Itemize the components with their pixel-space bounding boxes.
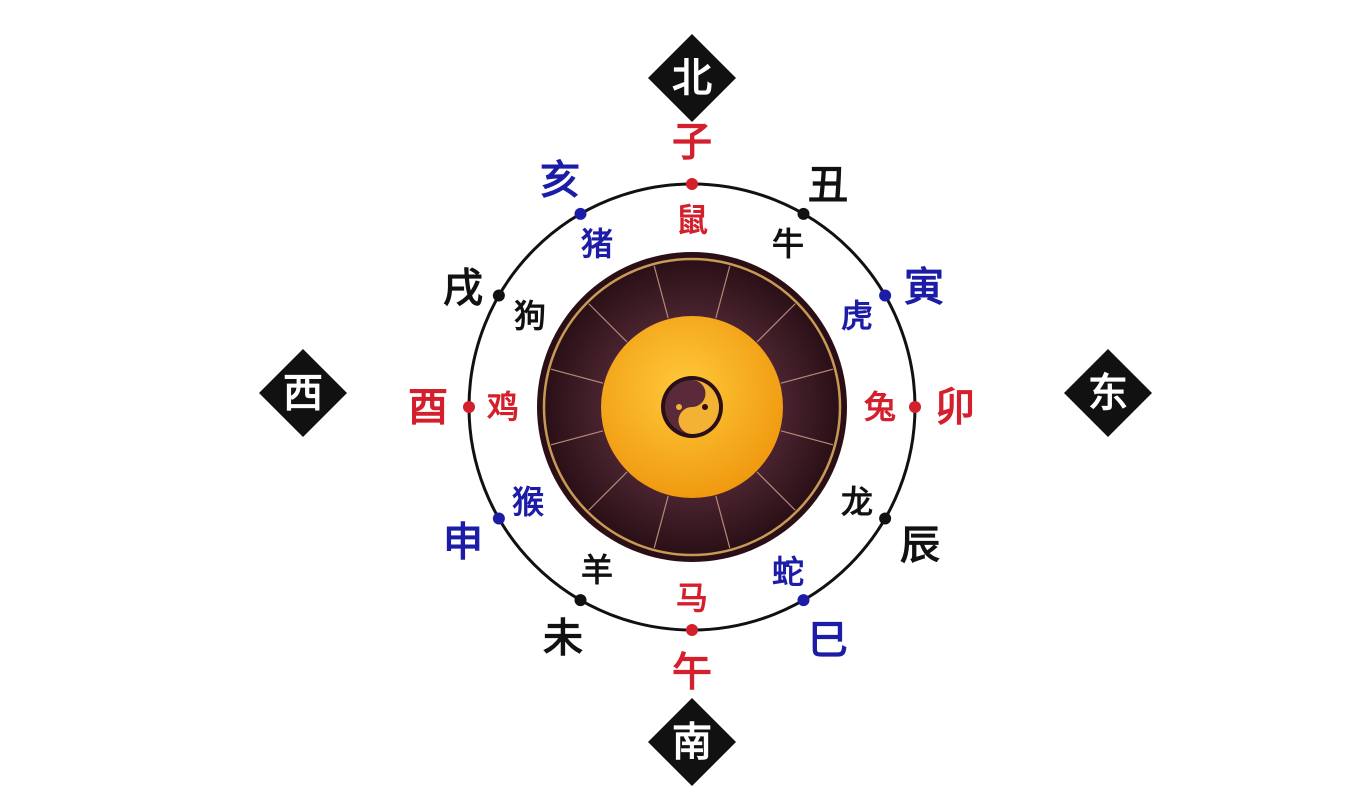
- spoke-line: [550, 430, 604, 446]
- spoke-line: [653, 495, 669, 549]
- diamond-badge: [259, 349, 347, 437]
- animal-label: 兔: [864, 388, 896, 426]
- animal-label: 马: [676, 579, 708, 617]
- animal-label: 鼠: [676, 201, 708, 239]
- spoke-line: [780, 430, 834, 446]
- direction-north: 北: [648, 34, 736, 122]
- ring-dot: [797, 594, 810, 607]
- spoke-line: [588, 471, 628, 511]
- ring-dot: [686, 178, 698, 190]
- animal-label: 虎: [841, 297, 873, 335]
- branch-label: 卯: [935, 384, 975, 431]
- direction-west: 西: [259, 349, 347, 437]
- ring-dot: [574, 207, 587, 220]
- ring-dot: [492, 512, 505, 525]
- animal-label: 猪: [581, 225, 613, 263]
- branch-label: 酉: [408, 384, 448, 431]
- branch-label: 申: [443, 519, 483, 566]
- animal-label: 鸡: [486, 388, 519, 426]
- branch-label: 丑: [808, 162, 848, 209]
- diamond-badge: [648, 34, 736, 122]
- diamond-badge: [648, 698, 736, 786]
- animal-label: 猴: [512, 483, 544, 521]
- branch-label: 寅: [904, 264, 944, 311]
- ring-dot: [909, 401, 921, 413]
- branch-label: 辰: [900, 522, 940, 569]
- spoke-line: [653, 265, 669, 319]
- branch-label: 巳: [808, 617, 848, 664]
- diamond-badge: [1064, 349, 1152, 437]
- direction-label: 北: [672, 55, 712, 102]
- ring-dot: [686, 624, 698, 636]
- direction-label: 东: [1088, 370, 1128, 417]
- animal-label: 牛: [772, 225, 804, 263]
- ring-dot: [797, 207, 810, 220]
- direction-label: 南: [672, 719, 712, 766]
- ring-dot: [879, 512, 892, 525]
- branch-label: 午: [672, 649, 712, 696]
- yin-yang-icon: [661, 376, 723, 438]
- direction-label: 西: [283, 370, 323, 417]
- animal-label: 狗: [514, 297, 546, 335]
- branch-label: 未: [543, 615, 583, 662]
- ring-dot: [879, 289, 892, 302]
- branch-label: 亥: [540, 157, 580, 204]
- direction-south: 南: [648, 698, 736, 786]
- branch-label: 子: [672, 119, 712, 166]
- spoke-line: [756, 471, 796, 511]
- spoke-line: [715, 265, 731, 319]
- ring-dot: [463, 401, 475, 413]
- direction-east: 东: [1064, 349, 1152, 437]
- spoke-line: [588, 303, 628, 343]
- animal-label: 羊: [581, 551, 613, 589]
- spoke-line: [756, 303, 796, 343]
- branch-label: 戌: [443, 265, 483, 312]
- animal-label: 蛇: [772, 553, 804, 591]
- spoke-line: [550, 368, 604, 384]
- animal-label: 龙: [841, 483, 873, 521]
- ring-dot: [574, 594, 587, 607]
- spoke-line: [715, 495, 731, 549]
- disc-spokes: [550, 265, 834, 549]
- spoke-line: [780, 368, 834, 384]
- ring-dot: [492, 289, 505, 302]
